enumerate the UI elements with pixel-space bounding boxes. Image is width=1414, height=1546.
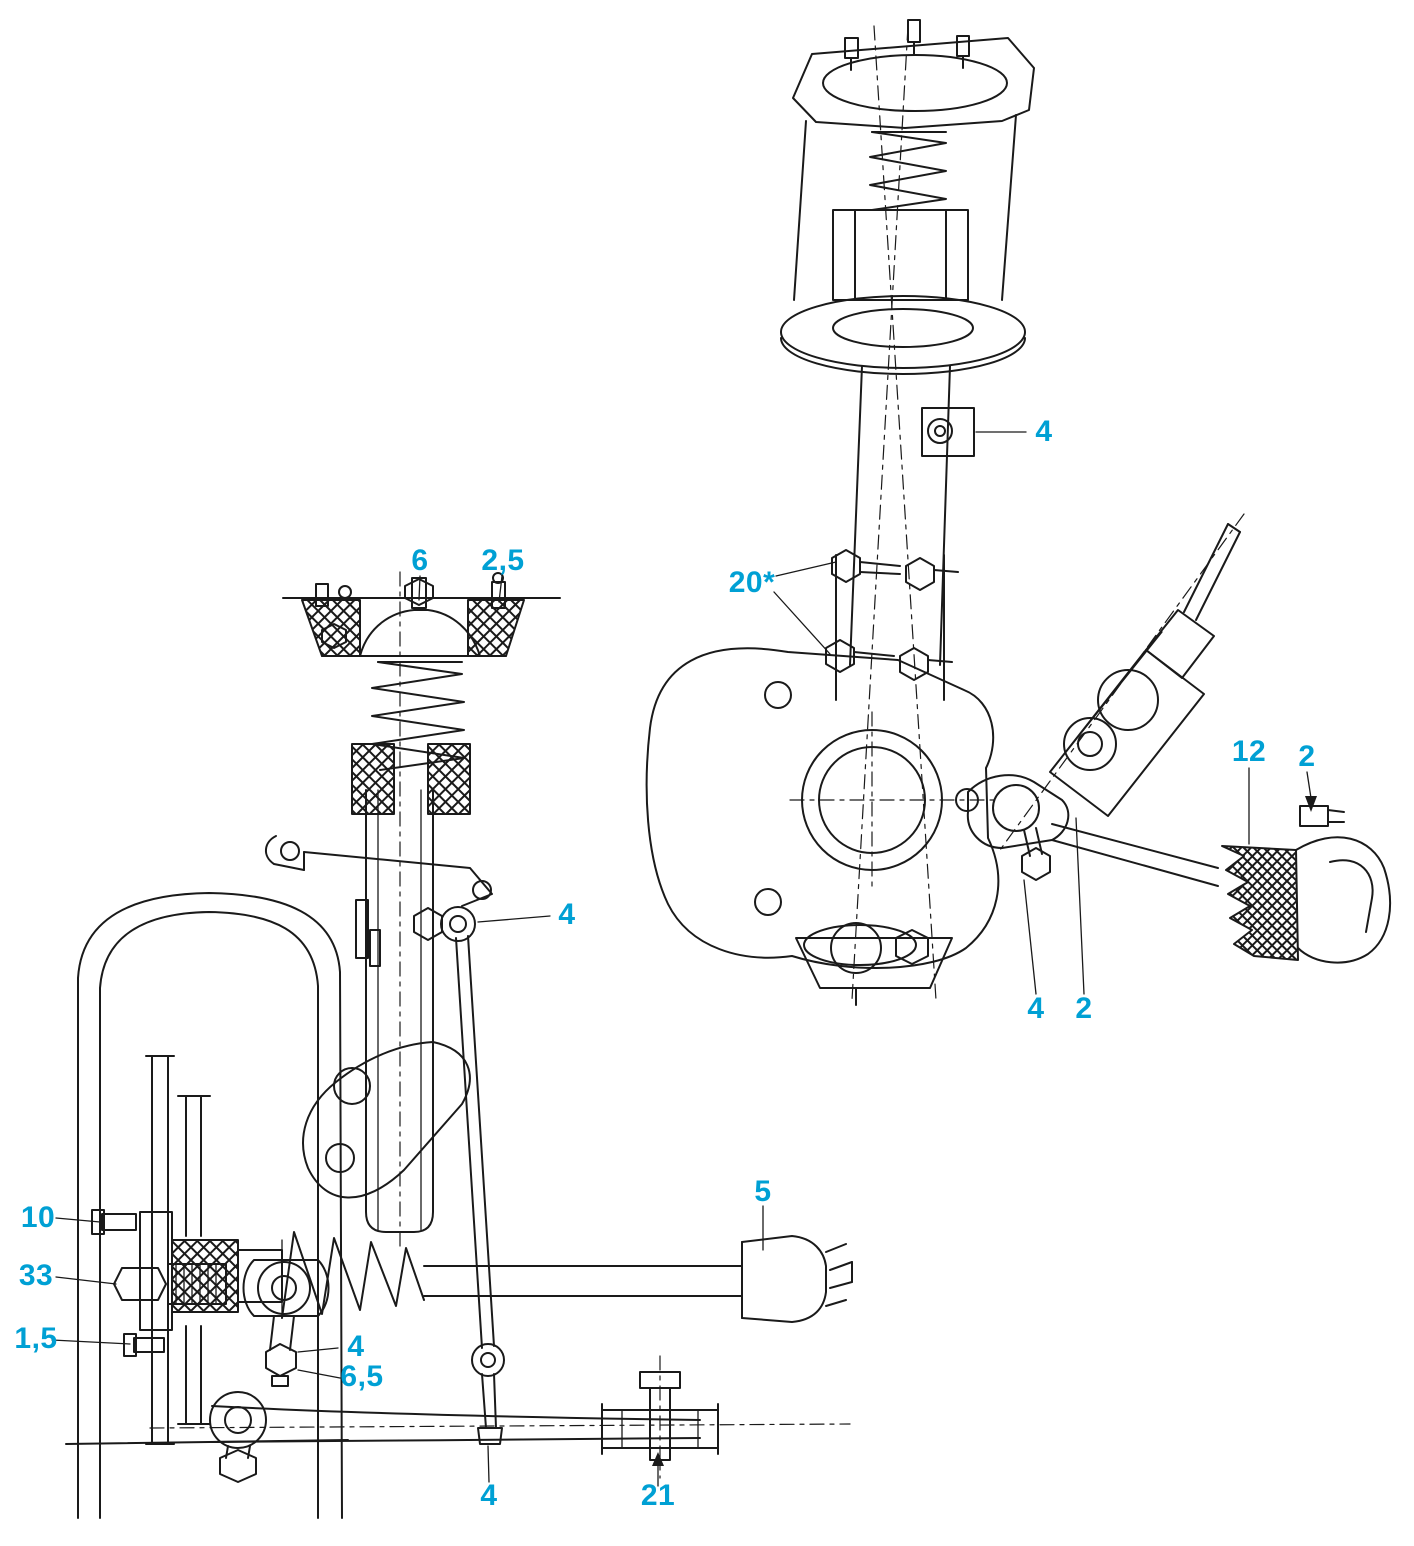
tie-rod-end-left (242, 1259, 330, 1387)
down-arrow (1305, 796, 1317, 812)
mount-block (832, 209, 969, 301)
strut-tube (849, 365, 951, 666)
callout-4-strut-bracket: 4 (1035, 415, 1053, 448)
steering-knuckle (645, 647, 1000, 969)
steering-gear-boot (1051, 805, 1391, 964)
wheel-stud (101, 1213, 137, 1231)
wheel-rim (145, 1055, 175, 1445)
callout-21: 21 (640, 1479, 676, 1512)
up-arrow (652, 1452, 664, 1466)
callout-12: 12 (1231, 735, 1267, 768)
callout-4-stab-link-bottom: 4 (480, 1479, 498, 1512)
callout-33: 33 (18, 1259, 54, 1292)
callout-10: 10 (20, 1201, 56, 1234)
centerline-axle (149, 1423, 851, 1429)
knuckle-arm-left (302, 1041, 471, 1199)
brake-disc-section (177, 1095, 211, 1425)
upper-bellows (869, 131, 947, 211)
stabilizer-link (413, 906, 505, 1445)
wheel-hub-section-view (65, 571, 853, 1519)
strut-bracket (921, 407, 975, 457)
callout-2-5: 2,5 (481, 544, 525, 577)
callout-4-stab-link-top: 4 (558, 898, 576, 931)
callout-2-top-right: 2 (1298, 740, 1316, 773)
strut-assembly-right-view (645, 19, 1391, 1006)
callout-1-5: 1,5 (14, 1322, 58, 1355)
hub-and-bearing (91, 1209, 283, 1357)
mount-stud (411, 577, 427, 609)
shock-absorber-body (355, 789, 434, 1233)
spring-seat-left (265, 835, 493, 907)
callout-4-tie-rod-end: 4 (347, 1330, 365, 1363)
callout-6: 6 (411, 544, 429, 577)
lower-control-arm (209, 1391, 701, 1483)
lower-ball-joint (795, 922, 953, 1006)
callout-20-star: 20* (728, 566, 776, 599)
bump-stop-left (351, 743, 395, 815)
cv-boot-and-axle (281, 1231, 853, 1323)
inner-pivot-joint (601, 1371, 719, 1461)
shock-cartridge (1049, 523, 1241, 817)
spring-seat-flange (780, 295, 1026, 375)
callout-4-knuckle-bottom: 4 (1027, 992, 1045, 1025)
strut-top-mount-left (282, 572, 561, 657)
rack-mount-bolt (1299, 805, 1329, 827)
tie-rod-end-right (966, 774, 1070, 881)
strut-top-mount (792, 19, 1035, 301)
strut-clamp-bolts (825, 549, 959, 701)
inner-cv-joint (741, 1235, 827, 1323)
centerline-shock (999, 513, 1245, 851)
caliper-bolt (133, 1337, 165, 1353)
bump-stop-right (427, 743, 471, 815)
centerline-strut (851, 25, 909, 1001)
callout-leader-lines (51, 431, 1317, 1487)
callout-6-5: 6,5 (340, 1360, 384, 1393)
callout-2-tie-rod-nut: 2 (1075, 992, 1093, 1025)
callout-5: 5 (754, 1175, 772, 1208)
